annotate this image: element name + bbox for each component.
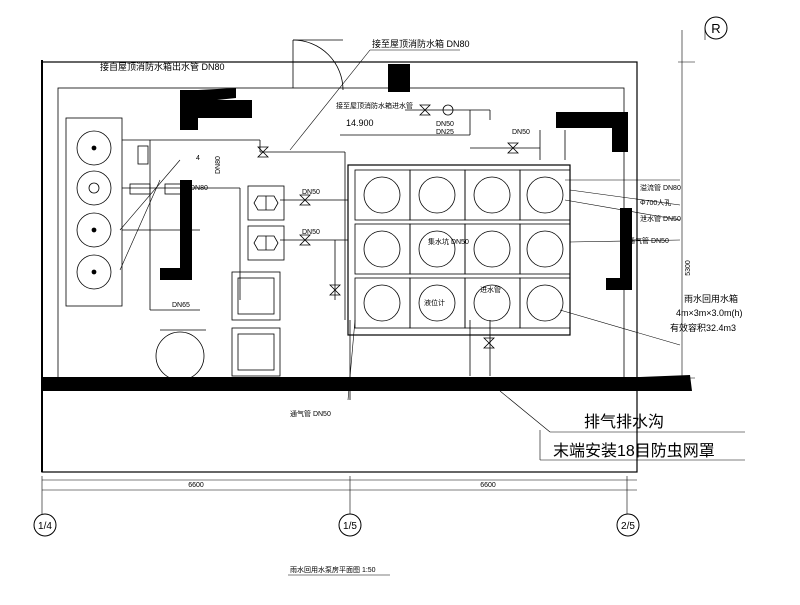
label-dn80-a: DN80 [190,185,208,192]
label-vent: 通气管 DN50 [628,236,669,245]
axis-label-1-5: 1/5 [343,521,357,532]
door-swing [292,39,344,91]
label-exhaust-pipe: 通气管 DN50 [290,409,331,418]
label-inlet: 进水管 [480,285,501,294]
drawing-title: 雨水回用水泵房平面图 1:50 [290,565,376,574]
dim-left: 6600 [188,482,204,489]
label-manhole: Φ700人孔 [640,199,671,207]
pump-skid [65,117,148,307]
label-dn50-a: DN50 [436,121,454,128]
pipe-network [148,109,566,400]
label-level-gauge: 液位计 [424,298,445,307]
drain-trench [42,375,692,391]
label-elevation: 14.900 [346,118,374,128]
label-insect-net: 末端安装18目防虫网罩 [553,442,715,460]
dimension-lines [41,28,706,515]
label-dn50-d: DN50 [302,229,320,236]
label-tank-title: 雨水回用水箱 [684,293,738,304]
label-dn80-b: DN80 [215,156,222,174]
structural-columns [160,64,632,290]
label-n4: 4 [196,155,200,162]
filter-units [155,271,281,383]
axis-bubbles [33,16,728,537]
label-dn50-c: DN50 [302,189,320,196]
label-tank-vent: 集水坑 DN50 [428,237,469,246]
label-tank-size: 4m×3m×3.0m(h) [676,308,743,318]
label-dn65: DN65 [172,302,190,309]
fire-pumps [247,185,285,261]
axis-label-1-4: 1/4 [38,521,52,532]
label-dn50-b: DN50 [512,129,530,136]
label-overflow: 溢流管 DN80 [640,183,681,192]
label-dn25: DN25 [436,129,454,136]
label-elevation-pipe: 接至屋顶消防水箱进水管 [336,101,413,110]
label-pump-outlet: 接自屋顶消防水箱出水管 DN80 [100,61,225,72]
dim-side: 5300 [685,260,692,276]
label-to-fire-tank: 接至屋顶消防水箱 DN80 [372,38,470,49]
water-tank-grid [347,164,571,336]
valves [129,104,519,349]
axis-label-2-5: 2/5 [621,521,635,532]
dim-right: 6600 [480,482,496,489]
label-tank-volume: 有效容积32.4m3 [670,322,736,333]
label-exhaust: 排气排水沟 [584,413,664,431]
room-walls [41,60,638,473]
axis-label-r: R [711,21,720,36]
label-drain: 泄水管 DN50 [640,214,681,223]
leader-lines [119,49,745,461]
